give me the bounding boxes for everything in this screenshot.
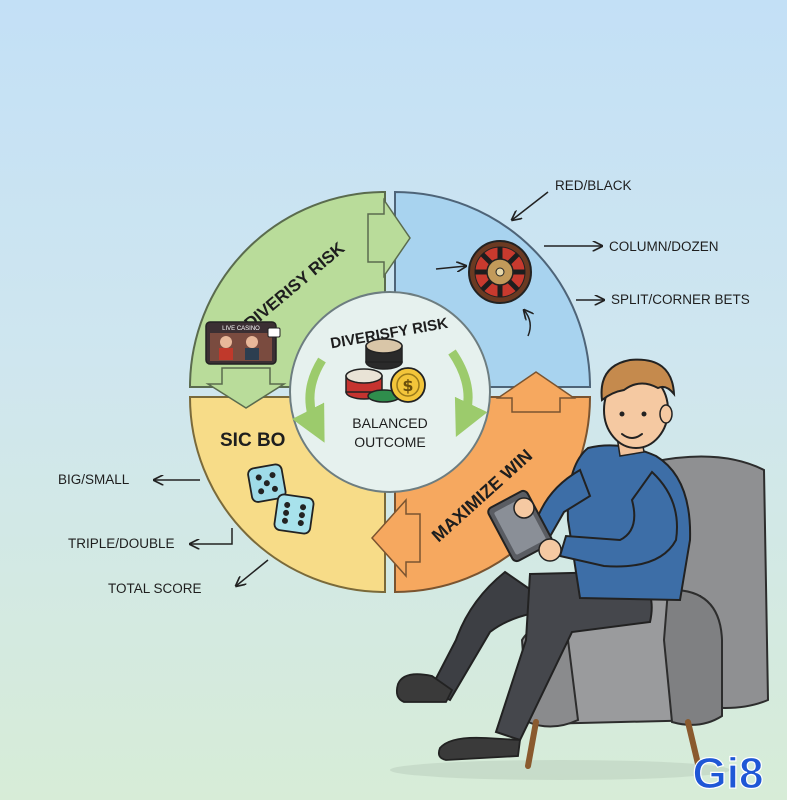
center-cycle-arrow-right [448,349,488,438]
callout-arrow-red-black [512,191,549,220]
dice-icon [247,463,315,535]
svg-text:$: $ [402,376,413,395]
flow-arrow-bottom [370,498,421,578]
card-caption: LIVE CASINO [222,326,260,332]
flow-arrow-top [367,197,411,279]
dollar-coin-icon: $ [390,367,426,403]
bottom-left-label: SIC BO [220,430,285,451]
sicbo-bet-big-small: BIG/SMALL [58,472,130,487]
callout-arrow-total-score [236,559,269,586]
roulette-bet-split-corner: SPLIT/CORNER BETS [611,292,750,307]
flow-arrow-right [495,371,577,413]
center-line-2: OUTCOME [354,434,426,450]
roulette-in-arrow [435,266,466,269]
brand-logo: Gi8 [693,749,764,798]
center-cycle-arrow-left [292,357,326,443]
center-line-1: BALANCED [352,415,427,431]
roulette-bet-red-black: RED/BLACK [555,178,632,193]
sicbo-bet-triple-double: TRIPLE/DOUBLE [68,536,175,551]
sicbo-bet-total-score: TOTAL SCORE [108,581,202,596]
roulette-bet-column-dozen: COLUMN/DOZEN [609,239,719,254]
live-casino-card-icon: LIVE CASINO [205,321,281,365]
callout-arrow-triple-double [190,528,233,544]
flow-arrow-left [205,367,287,409]
roulette-wheel-icon [468,240,532,304]
roulette-up-arrow [524,310,530,337]
poker-chips-icon [345,338,403,403]
person-in-armchair-illustration [390,358,770,780]
